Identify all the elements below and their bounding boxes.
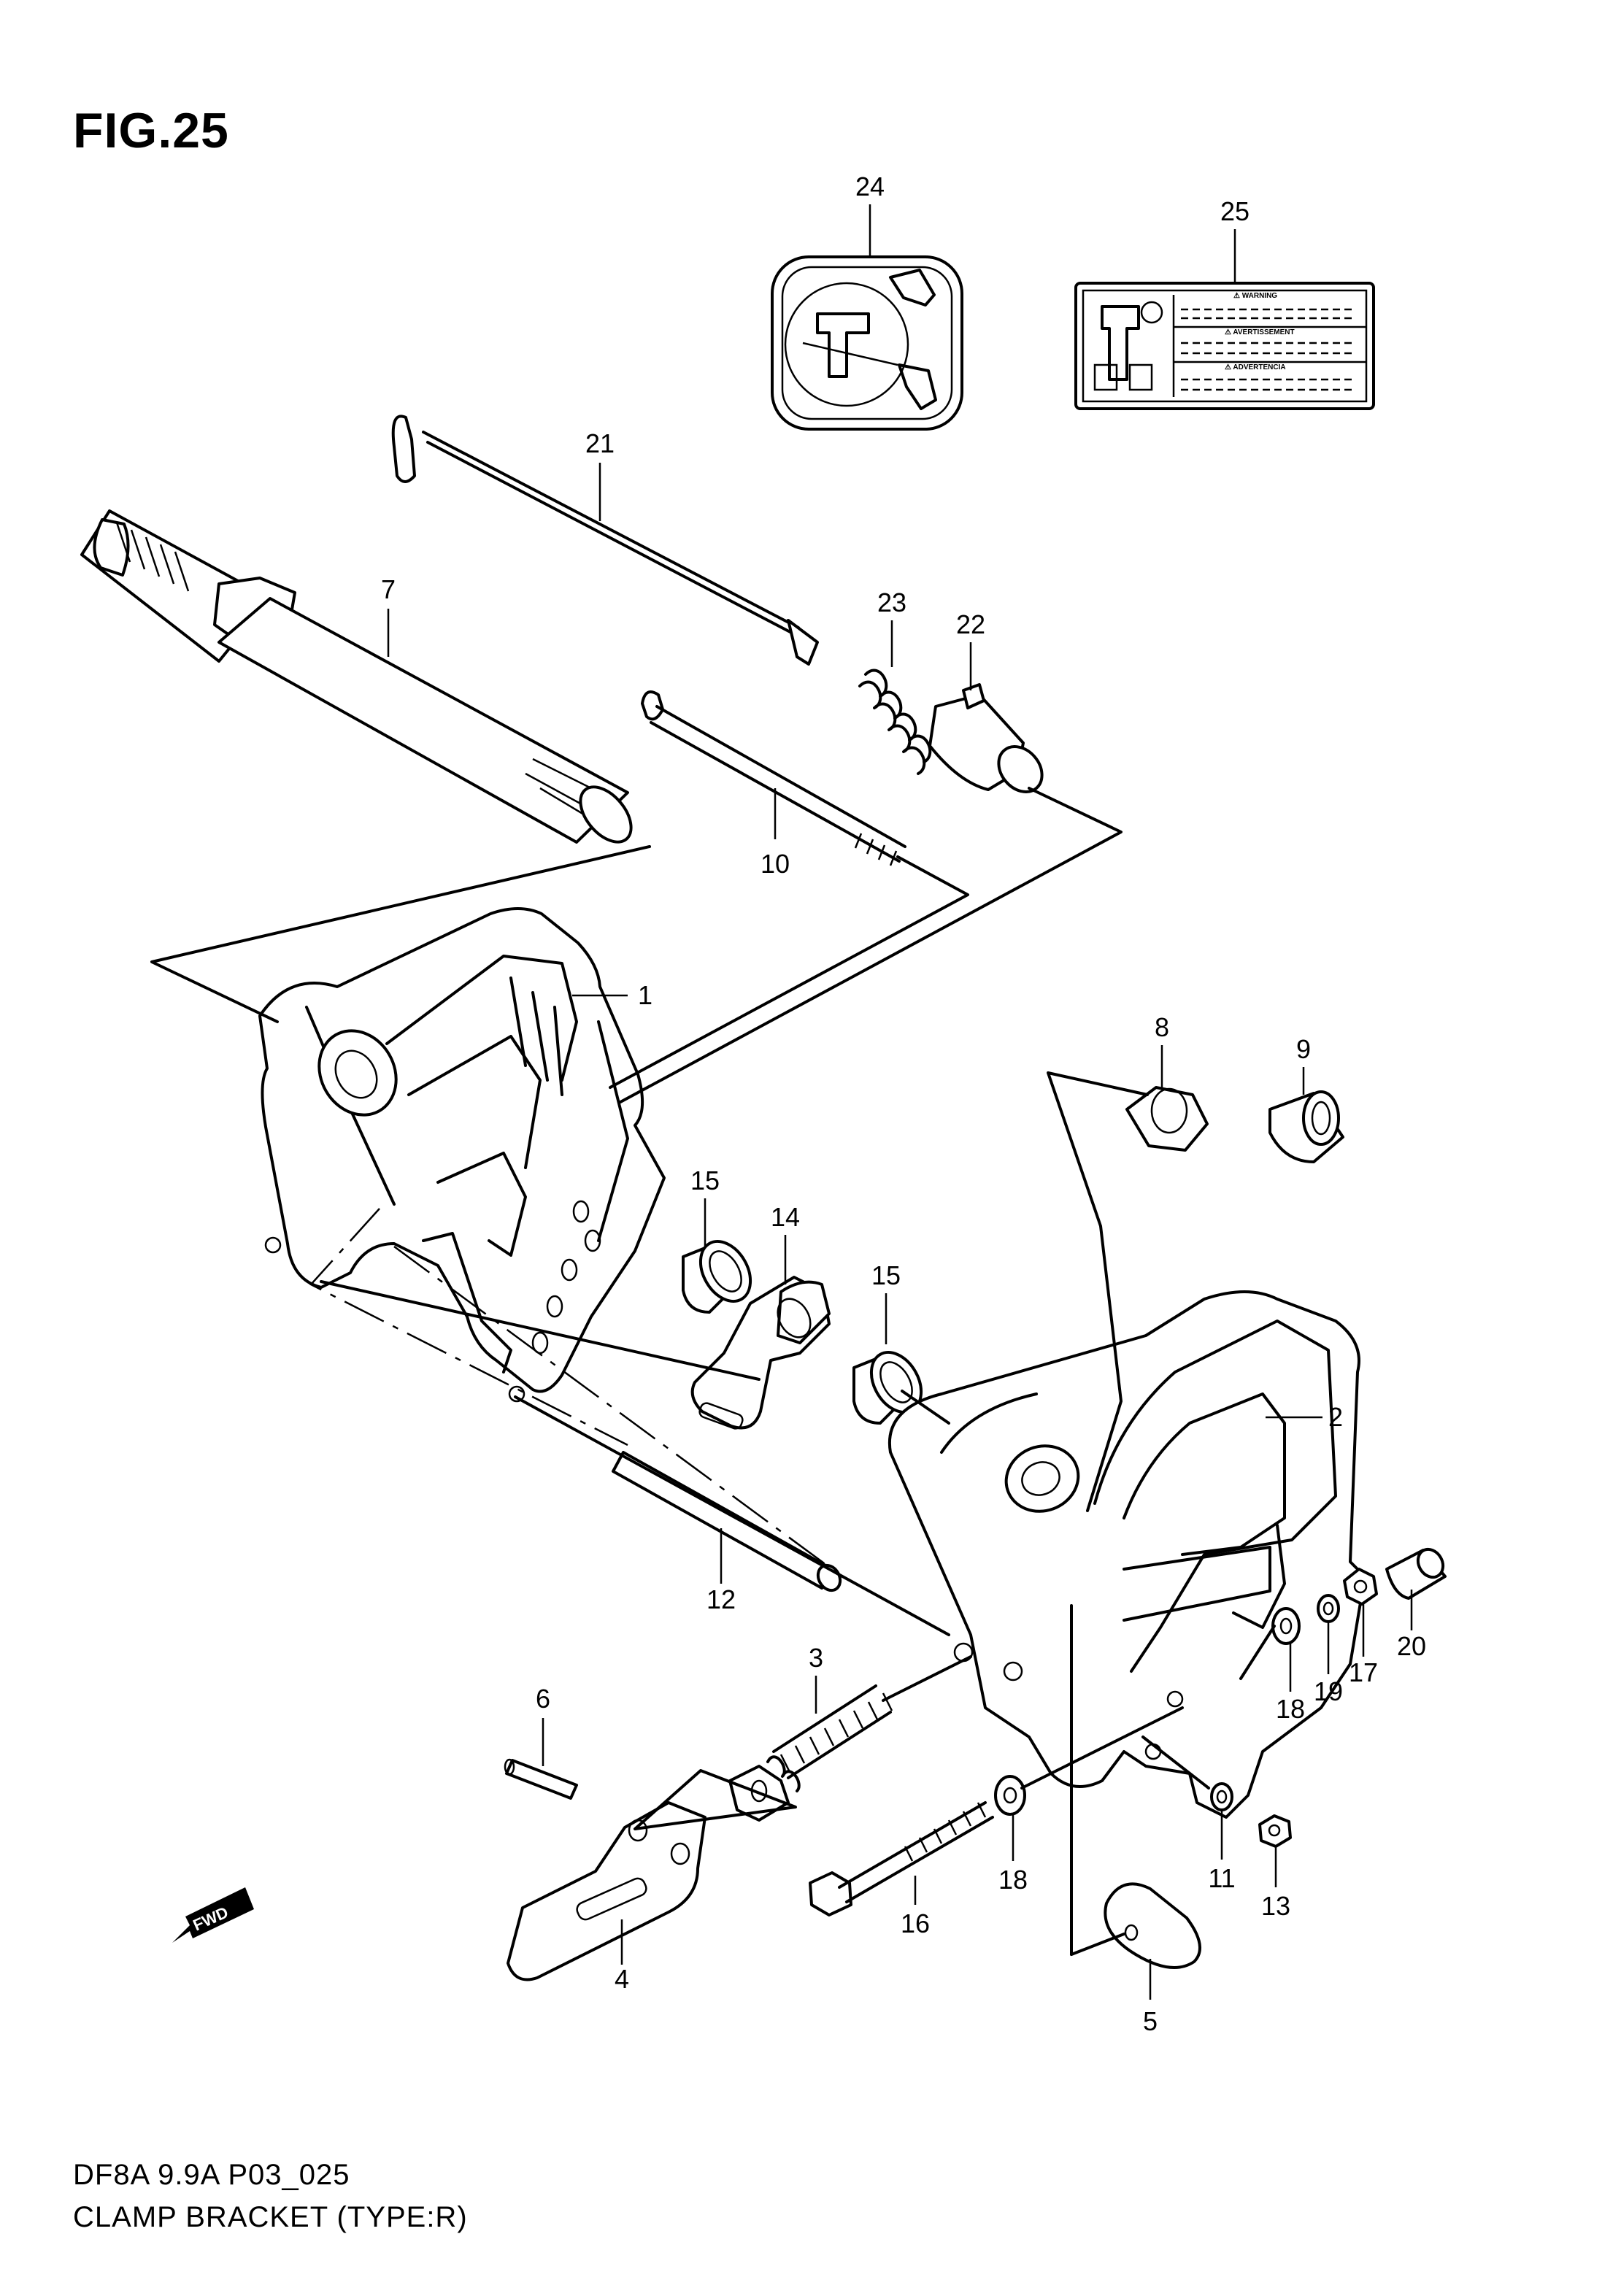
callout-25: 25 — [1220, 196, 1250, 283]
svg-text:11: 11 — [1208, 1863, 1235, 1893]
part-17-nut[interactable] — [1343, 1568, 1378, 1606]
svg-text:19: 19 — [1314, 1676, 1343, 1706]
part-21-rod[interactable] — [391, 415, 819, 666]
svg-text:12: 12 — [706, 1584, 736, 1614]
part-6-pin[interactable] — [504, 1758, 578, 1800]
svg-text:1: 1 — [638, 980, 652, 1010]
svg-text:3: 3 — [809, 1643, 823, 1673]
part-1-clamp-bracket[interactable] — [258, 907, 666, 1403]
part-18-washer-b[interactable] — [994, 1775, 1026, 1816]
svg-text:8: 8 — [1155, 1012, 1169, 1042]
svg-text:25: 25 — [1220, 196, 1250, 226]
svg-text:17: 17 — [1349, 1657, 1378, 1687]
callout-19: 19 — [1314, 1622, 1343, 1706]
callout-20: 20 — [1397, 1590, 1426, 1661]
callout-8: 8 — [1155, 1012, 1169, 1087]
callout-18a: 18 — [1276, 1644, 1305, 1724]
svg-text:20: 20 — [1397, 1631, 1426, 1661]
svg-text:7: 7 — [381, 574, 396, 604]
svg-text:4: 4 — [615, 1964, 629, 1994]
callout-4: 4 — [615, 1919, 629, 1994]
svg-text:18: 18 — [998, 1865, 1028, 1895]
callout-17: 17 — [1349, 1604, 1378, 1687]
part-24-sticker[interactable] — [771, 255, 963, 431]
assembly-guide-lines — [150, 787, 1276, 1956]
callout-6: 6 — [536, 1684, 550, 1766]
callout-23: 23 — [877, 588, 906, 667]
svg-text:10: 10 — [761, 849, 790, 879]
part-4-lever[interactable] — [507, 1801, 706, 1981]
svg-text:24: 24 — [855, 172, 885, 201]
callout-18b: 18 — [998, 1814, 1028, 1895]
callout-1: 1 — [572, 980, 652, 1010]
part-11-washer[interactable] — [1210, 1782, 1233, 1811]
svg-text:15: 15 — [690, 1166, 720, 1195]
part-2-clamp-bracket[interactable] — [887, 1290, 1366, 1819]
warning-line2: ⚠ AVERTISSEMENT — [1225, 328, 1295, 336]
fwd-arrow: FWD — [172, 1887, 254, 1943]
part-5-cap[interactable] — [1104, 1882, 1201, 1969]
part-16-bolt[interactable] — [809, 1801, 994, 1916]
svg-text:21: 21 — [585, 428, 615, 458]
part-10-bolt[interactable] — [641, 690, 906, 866]
warning-line3: ⚠ ADVERTENCIA — [1225, 363, 1286, 371]
part-18-washer-a[interactable] — [1271, 1607, 1301, 1645]
callout-11: 11 — [1208, 1810, 1236, 1893]
callout-22: 22 — [956, 609, 985, 690]
part-19-lock-washer[interactable] — [1317, 1594, 1340, 1623]
svg-text:22: 22 — [956, 609, 985, 639]
callout-13: 13 — [1261, 1845, 1290, 1921]
callout-14: 14 — [771, 1202, 800, 1284]
callout-12: 12 — [706, 1528, 736, 1614]
part-23-spring[interactable] — [858, 669, 932, 775]
footer-model: DF8A 9.9A P03_025 — [73, 2159, 350, 2191]
callout-3: 3 — [809, 1643, 823, 1714]
part-13-nut[interactable] — [1258, 1814, 1292, 1848]
svg-text:14: 14 — [771, 1202, 800, 1232]
warning-line1: ⚠ WARNING — [1233, 292, 1277, 300]
svg-text:16: 16 — [901, 1908, 930, 1938]
svg-text:9: 9 — [1296, 1034, 1311, 1064]
callout-9: 9 — [1296, 1034, 1311, 1095]
svg-text:15: 15 — [871, 1260, 901, 1290]
callout-2: 2 — [1266, 1402, 1343, 1432]
callout-10: 10 — [761, 788, 790, 879]
svg-text:13: 13 — [1261, 1891, 1290, 1921]
footer-caption: CLAMP BRACKET (TYPE:R) — [73, 2201, 468, 2233]
part-9-bushing[interactable] — [1268, 1090, 1344, 1163]
callout-21: 21 — [585, 428, 615, 521]
part-22-lock-collar[interactable] — [928, 683, 1051, 801]
figure-title: FIG.25 — [73, 103, 229, 158]
callout-15a: 15 — [690, 1166, 720, 1248]
callout-24: 24 — [855, 172, 885, 257]
part-7-tilt-shaft[interactable] — [80, 509, 641, 851]
svg-text:2: 2 — [1328, 1402, 1343, 1432]
part-14-stopper-plate[interactable] — [690, 1276, 831, 1430]
part-12-pin[interactable] — [612, 1451, 844, 1595]
part-3-spring-bolt[interactable] — [728, 1684, 893, 1822]
part-8-nut[interactable] — [1125, 1086, 1209, 1152]
callout-5: 5 — [1143, 1959, 1158, 2036]
callout-7: 7 — [381, 574, 396, 657]
svg-text:6: 6 — [536, 1684, 550, 1714]
svg-text:5: 5 — [1143, 2006, 1158, 2036]
callout-15b: 15 — [871, 1260, 901, 1344]
part-15-bushing-a[interactable] — [682, 1233, 761, 1314]
callout-16: 16 — [901, 1876, 930, 1938]
svg-text:23: 23 — [877, 588, 906, 617]
part-25-warning-label[interactable]: ⚠ WARNING ⚠ AVERTISSEMENT ⚠ ADVERTENCIA — [1074, 282, 1375, 410]
svg-text:18: 18 — [1276, 1694, 1305, 1724]
part-20-collar[interactable] — [1385, 1545, 1448, 1600]
